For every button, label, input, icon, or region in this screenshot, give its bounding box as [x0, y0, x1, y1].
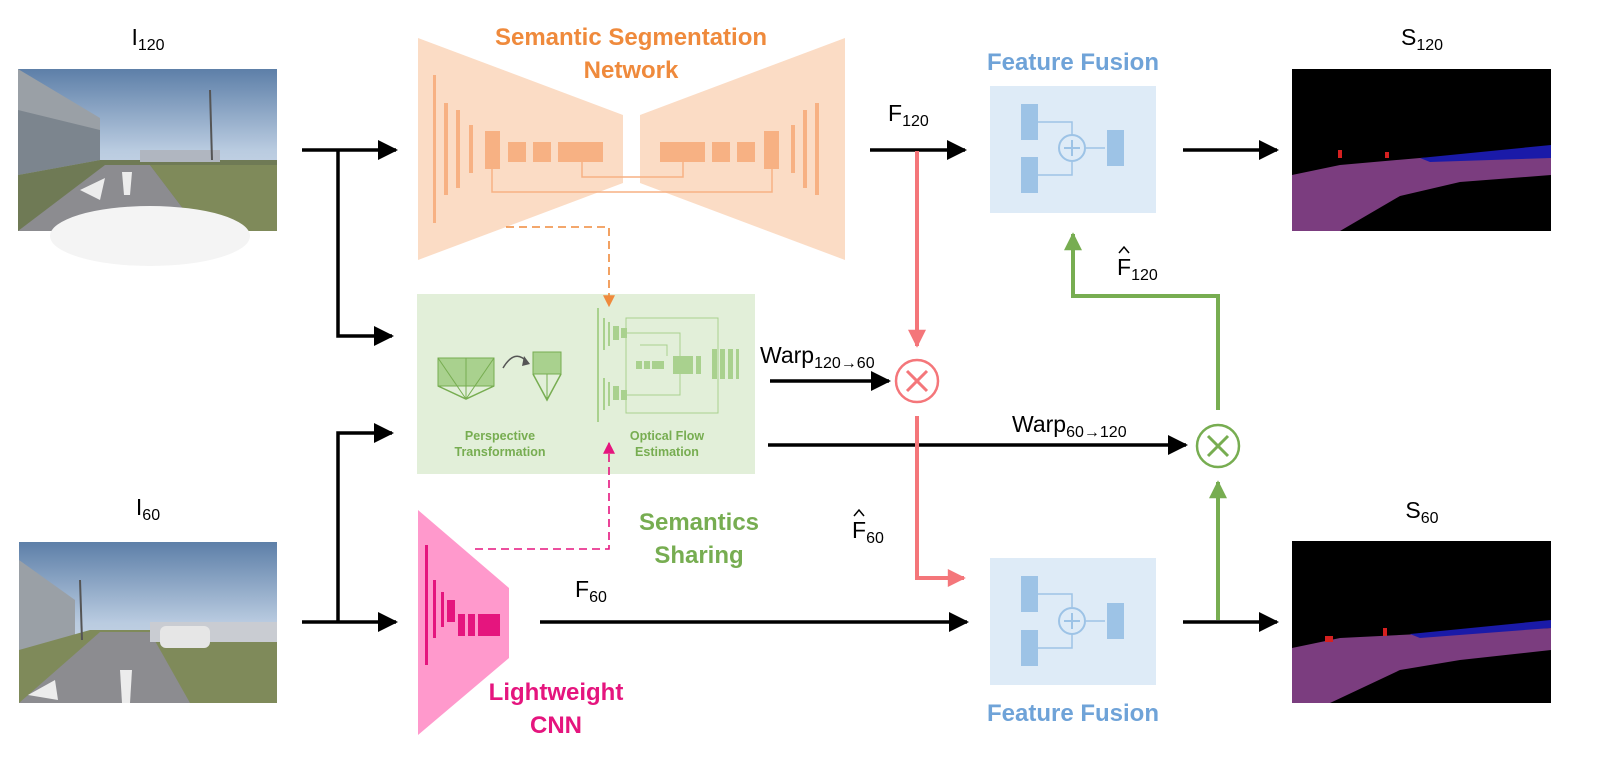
- arrow-i120-to-flow: [336, 150, 394, 346]
- semantics-sharing-line2: Sharing: [654, 542, 743, 569]
- perspective-label-line2: Transformation: [455, 445, 546, 459]
- multiply-icon-red: [894, 358, 940, 404]
- feature-fusion-bottom-label: Feature Fusion: [987, 700, 1159, 727]
- lightweight-cnn-line2: CNN: [530, 712, 582, 739]
- input-image-120: [18, 69, 277, 266]
- input-image-60: [19, 542, 277, 703]
- optical-flow-label-line1: Optical Flow: [630, 429, 705, 443]
- feature-label-f60-hat: F60: [852, 508, 884, 547]
- output-label-120: S120: [1401, 24, 1443, 54]
- lightweight-cnn-line1: Lightweight: [489, 679, 624, 706]
- warp-path-green: [1064, 232, 1227, 620]
- warp-label-60-120: Warp60→120: [1012, 411, 1127, 441]
- perspective-transformation-icon: [437, 351, 562, 402]
- semantic-sharing-arrow-pink: [475, 441, 615, 550]
- feature-fusion-top: [990, 86, 1156, 213]
- feature-fusion-top-label: Feature Fusion: [987, 49, 1159, 76]
- feature-fusion-bottom: [990, 558, 1156, 685]
- arrow-i60-to-flow: [336, 423, 394, 622]
- black-arrows: [302, 140, 1279, 632]
- feature-label-f120-hat: F120: [1117, 245, 1158, 284]
- output-seg-120: [1292, 69, 1551, 231]
- optical-flow-label-line2: Estimation: [635, 445, 699, 459]
- semantics-sharing-line1: Semantics: [639, 509, 759, 536]
- semantic-network-title-line2: Network: [584, 57, 679, 84]
- output-label-60: S60: [1405, 497, 1438, 527]
- svg-text:F60: F60: [852, 517, 884, 547]
- semantic-segmentation-network: [418, 38, 845, 260]
- semantic-network-title-line1: Semantic Segmentation: [495, 24, 767, 51]
- feature-label-f120: F120: [888, 100, 929, 130]
- input-label-60: I60: [136, 494, 160, 524]
- perspective-label-line1: Perspective: [465, 429, 535, 443]
- svg-text:F120: F120: [1117, 254, 1158, 284]
- warp-label-120-60: Warp120→60: [760, 342, 875, 372]
- output-seg-60: [1292, 541, 1551, 703]
- lightweight-cnn: [418, 510, 509, 735]
- input-label-120: I120: [131, 24, 164, 54]
- multiply-icon-green: [1195, 423, 1241, 469]
- feature-label-f60: F60: [575, 576, 607, 606]
- optical-flow-estimation-icon: [597, 308, 739, 422]
- warp-path-red: [908, 151, 966, 587]
